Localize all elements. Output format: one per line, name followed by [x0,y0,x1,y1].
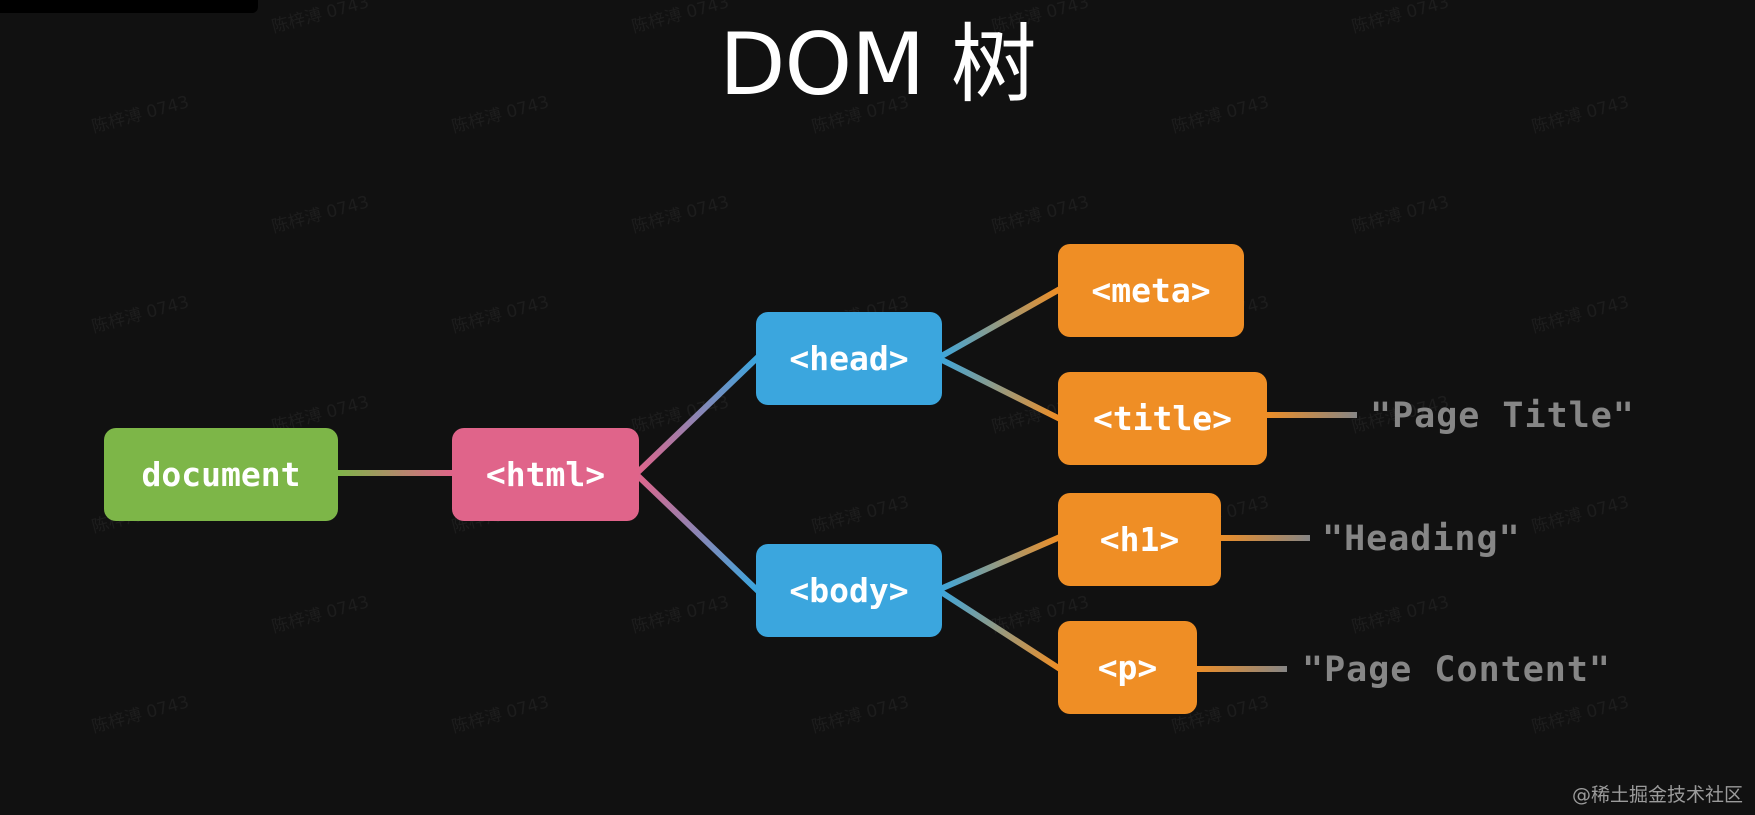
attribution-label: @稀土掘金技术社区 [1571,784,1743,806]
edge-body-h1 [936,534,1062,593]
edge-h1-text [1218,535,1310,541]
node-h1: <h1> [1058,493,1221,586]
node-document: document [104,428,338,521]
edge-body-p [936,587,1062,672]
edge-html-head [633,354,761,477]
node-html: <html> [452,428,639,521]
edge-p-text [1195,666,1287,672]
top-bar [0,0,258,13]
node-head: <head> [756,312,942,405]
node-p: <p> [1058,621,1197,714]
node-meta: <meta> [1058,244,1244,337]
text-node-page-content: "Page Content" [1302,650,1612,690]
edge-head-meta [936,286,1062,361]
text-node-page-title: "Page Title" [1370,396,1635,436]
text-node-heading: "Heading" [1322,519,1521,559]
edge-document-html [336,470,454,476]
edge-head-title [936,355,1062,422]
edge-title-text [1265,412,1357,418]
node-body: <body> [756,544,942,637]
page-title: DOM 树 [719,15,1036,115]
edge-html-body [633,471,761,594]
node-title: <title> [1058,372,1267,465]
